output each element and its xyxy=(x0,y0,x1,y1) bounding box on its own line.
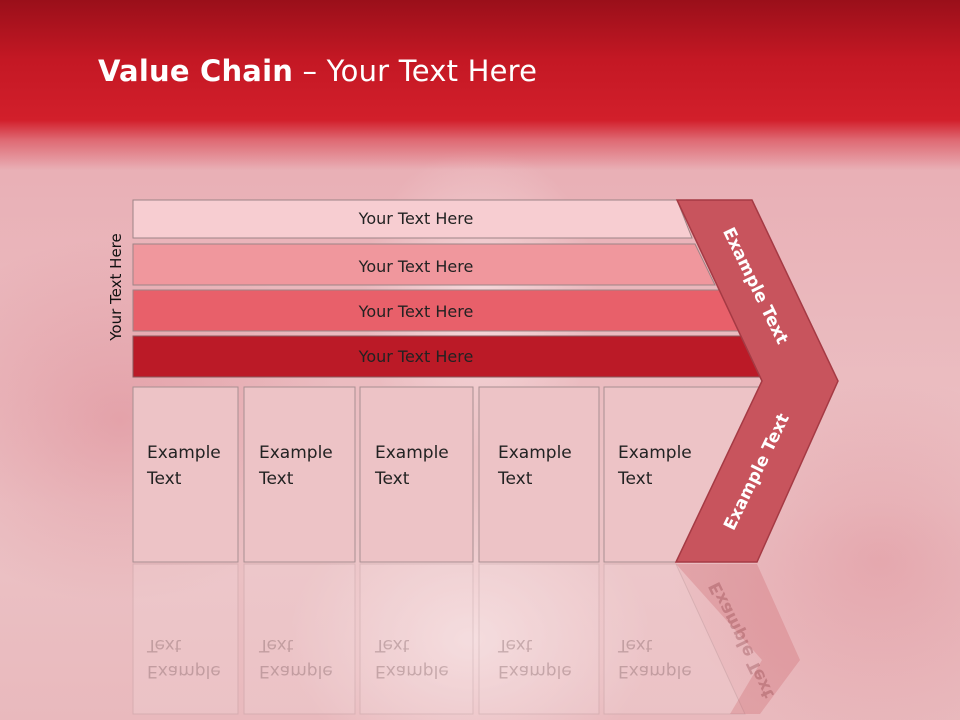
column-2[interactable] xyxy=(243,386,356,563)
column-1-label-reflection: Example Text xyxy=(147,635,221,681)
columns-reflection xyxy=(132,563,746,715)
bar-1-label: Your Text Here xyxy=(358,209,474,228)
bar-2-label: Your Text Here xyxy=(358,257,474,276)
column-3[interactable] xyxy=(359,386,474,563)
column-1-label: Example Text xyxy=(147,443,221,489)
column-5-label: Example Text xyxy=(618,443,692,489)
bar-1[interactable] xyxy=(132,199,693,239)
column-2-label-reflection: Example Text xyxy=(259,635,333,681)
bar-3-label: Your Text Here xyxy=(358,302,474,321)
column-3-label-reflection: Example Text xyxy=(375,635,449,681)
column-4-label: Example Text xyxy=(498,443,572,489)
column-5-label-reflection: Example Text xyxy=(618,635,692,681)
column-2-label: Example Text xyxy=(259,443,333,489)
column-3-label: Example Text xyxy=(375,443,449,489)
bar-4-label: Your Text Here xyxy=(358,347,474,366)
chevron-reflection xyxy=(676,564,800,714)
slide-title: Value Chain – Your Text Here xyxy=(98,54,537,88)
column-4[interactable] xyxy=(478,386,600,563)
title-rest: – Your Text Here xyxy=(293,54,538,88)
bar-2[interactable] xyxy=(132,243,716,286)
title-banner xyxy=(0,0,960,170)
chevron-arrow[interactable] xyxy=(674,199,839,563)
title-bold: Value Chain xyxy=(98,54,294,88)
column-1[interactable] xyxy=(132,386,239,563)
column-4-label-reflection: Example Text xyxy=(498,635,572,681)
